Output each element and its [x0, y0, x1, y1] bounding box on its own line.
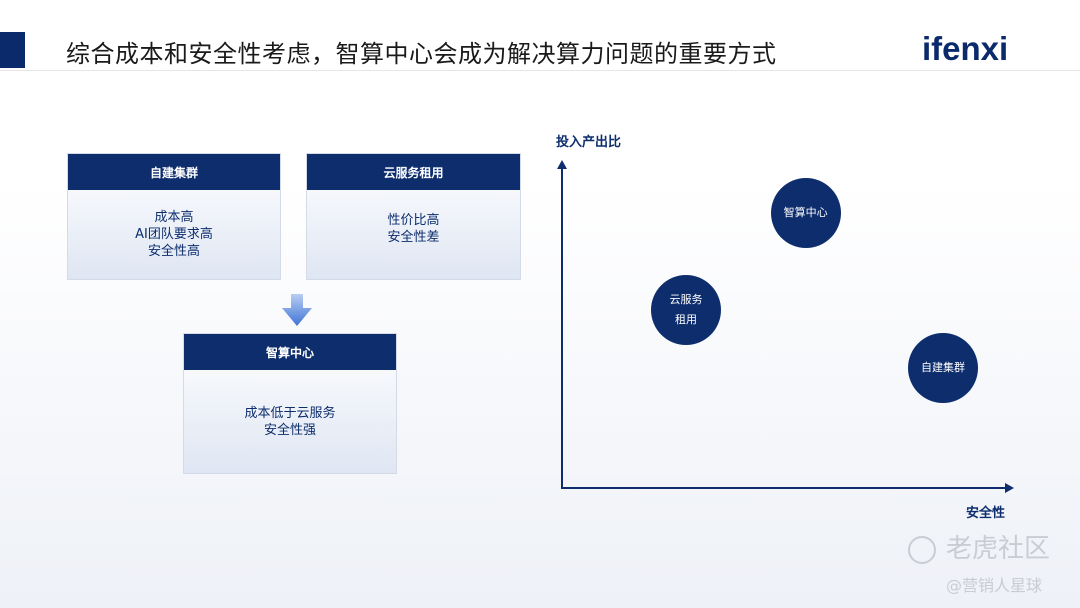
down-arrow-icon — [282, 294, 312, 326]
header-divider — [0, 70, 1080, 71]
x-axis-label: 安全性 — [966, 506, 1006, 521]
box-computing-center: 智算中心 成本低于云服务 安全性强 — [183, 333, 397, 474]
x-axis-arrow — [1005, 483, 1014, 493]
bubble-label: 租用 — [675, 312, 698, 326]
x-axis — [561, 487, 1007, 489]
box-line: 安全性强 — [263, 423, 316, 438]
watermark-handle: @营销人星球 — [946, 576, 1043, 595]
bubble-point: 智算中心 — [770, 178, 841, 249]
y-axis — [561, 165, 563, 488]
box-header: 智算中心 — [184, 334, 396, 370]
box-header: 自建集群 — [68, 154, 280, 190]
box-line: AI团队要求高 — [135, 227, 213, 242]
title-accent-bar — [0, 32, 25, 68]
box-body: 性价比高 安全性差 — [307, 190, 520, 268]
box-line: 性价比高 — [387, 213, 440, 228]
bubble-point: 云服务租用 — [651, 274, 722, 345]
bubble-label: 自建集群 — [920, 360, 965, 374]
box-line: 成本低于云服务 — [244, 406, 336, 421]
box-line: 安全性差 — [387, 230, 440, 245]
box-line: 成本高 — [154, 210, 194, 225]
bubble-label: 智算中心 — [783, 206, 828, 220]
watermark-brand-text: 老虎社区 — [946, 534, 1051, 564]
ifenxi-logo: ifenxi — [922, 30, 1009, 67]
box-self-built-cluster: 自建集群 成本高 AI团队要求高 安全性高 — [67, 153, 281, 280]
box-body: 成本高 AI团队要求高 安全性高 — [68, 190, 280, 279]
box-body: 成本低于云服务 安全性强 — [184, 370, 396, 474]
y-axis-arrow — [557, 160, 567, 169]
watermark-brand: 老虎社区 — [908, 528, 1050, 565]
box-header: 云服务租用 — [307, 154, 520, 190]
box-cloud-rental: 云服务租用 性价比高 安全性差 — [306, 153, 521, 280]
page-title: 综合成本和安全性考虑，智算中心会成为解决算力问题的重要方式 — [66, 40, 777, 68]
bubble-label: 云服务 — [669, 292, 703, 306]
box-line: 安全性高 — [147, 244, 200, 259]
watermark-logo-icon — [908, 535, 936, 564]
bubble-point: 自建集群 — [907, 332, 978, 403]
y-axis-label: 投入产出比 — [556, 135, 622, 150]
